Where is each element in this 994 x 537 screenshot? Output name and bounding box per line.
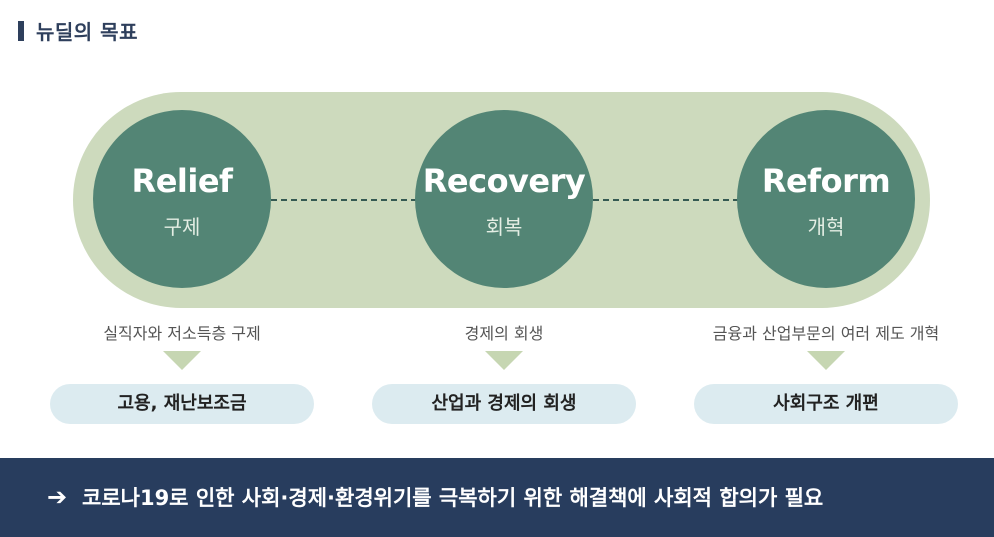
desc-recovery: 경제의 회생	[464, 324, 544, 343]
page-title: 뉴딜의 목표	[36, 20, 138, 44]
circle-recovery-ko: 회복	[485, 215, 523, 239]
circle-recovery-en: Recovery	[422, 162, 586, 200]
arrow-right-icon: ➔	[47, 483, 68, 511]
connector-1	[271, 199, 417, 201]
footer-text: 코로나19로 인한 사회·경제·환경위기를 극복하기 위한 해결책에 사회적 합…	[82, 486, 824, 510]
result-relief: 고용, 재난보조금	[50, 384, 314, 424]
result-reform: 사회구조 개편	[694, 384, 958, 424]
circle-relief-ko: 구제	[163, 215, 201, 239]
title-bar-icon	[18, 21, 24, 41]
desc-relief: 실직자와 저소득층 구제	[103, 324, 261, 343]
circle-reform: Reform 개혁	[737, 110, 915, 288]
circle-reform-ko: 개혁	[807, 215, 845, 239]
footer-banner: ➔ 코로나19로 인한 사회·경제·환경위기를 극복하기 위한 해결책에 사회적…	[0, 458, 994, 537]
arrow-down-icon	[807, 351, 845, 370]
arrow-down-icon	[163, 351, 201, 370]
circle-recovery: Recovery 회복	[415, 110, 593, 288]
circle-reform-en: Reform	[761, 162, 891, 200]
result-recovery: 산업과 경제의 회생	[372, 384, 636, 424]
desc-reform: 금융과 산업부문의 여러 제도 개혁	[712, 324, 940, 343]
connector-2	[593, 199, 739, 201]
arrow-down-icon	[485, 351, 523, 370]
circle-relief-en: Relief	[131, 162, 233, 200]
circle-relief: Relief 구제	[93, 110, 271, 288]
